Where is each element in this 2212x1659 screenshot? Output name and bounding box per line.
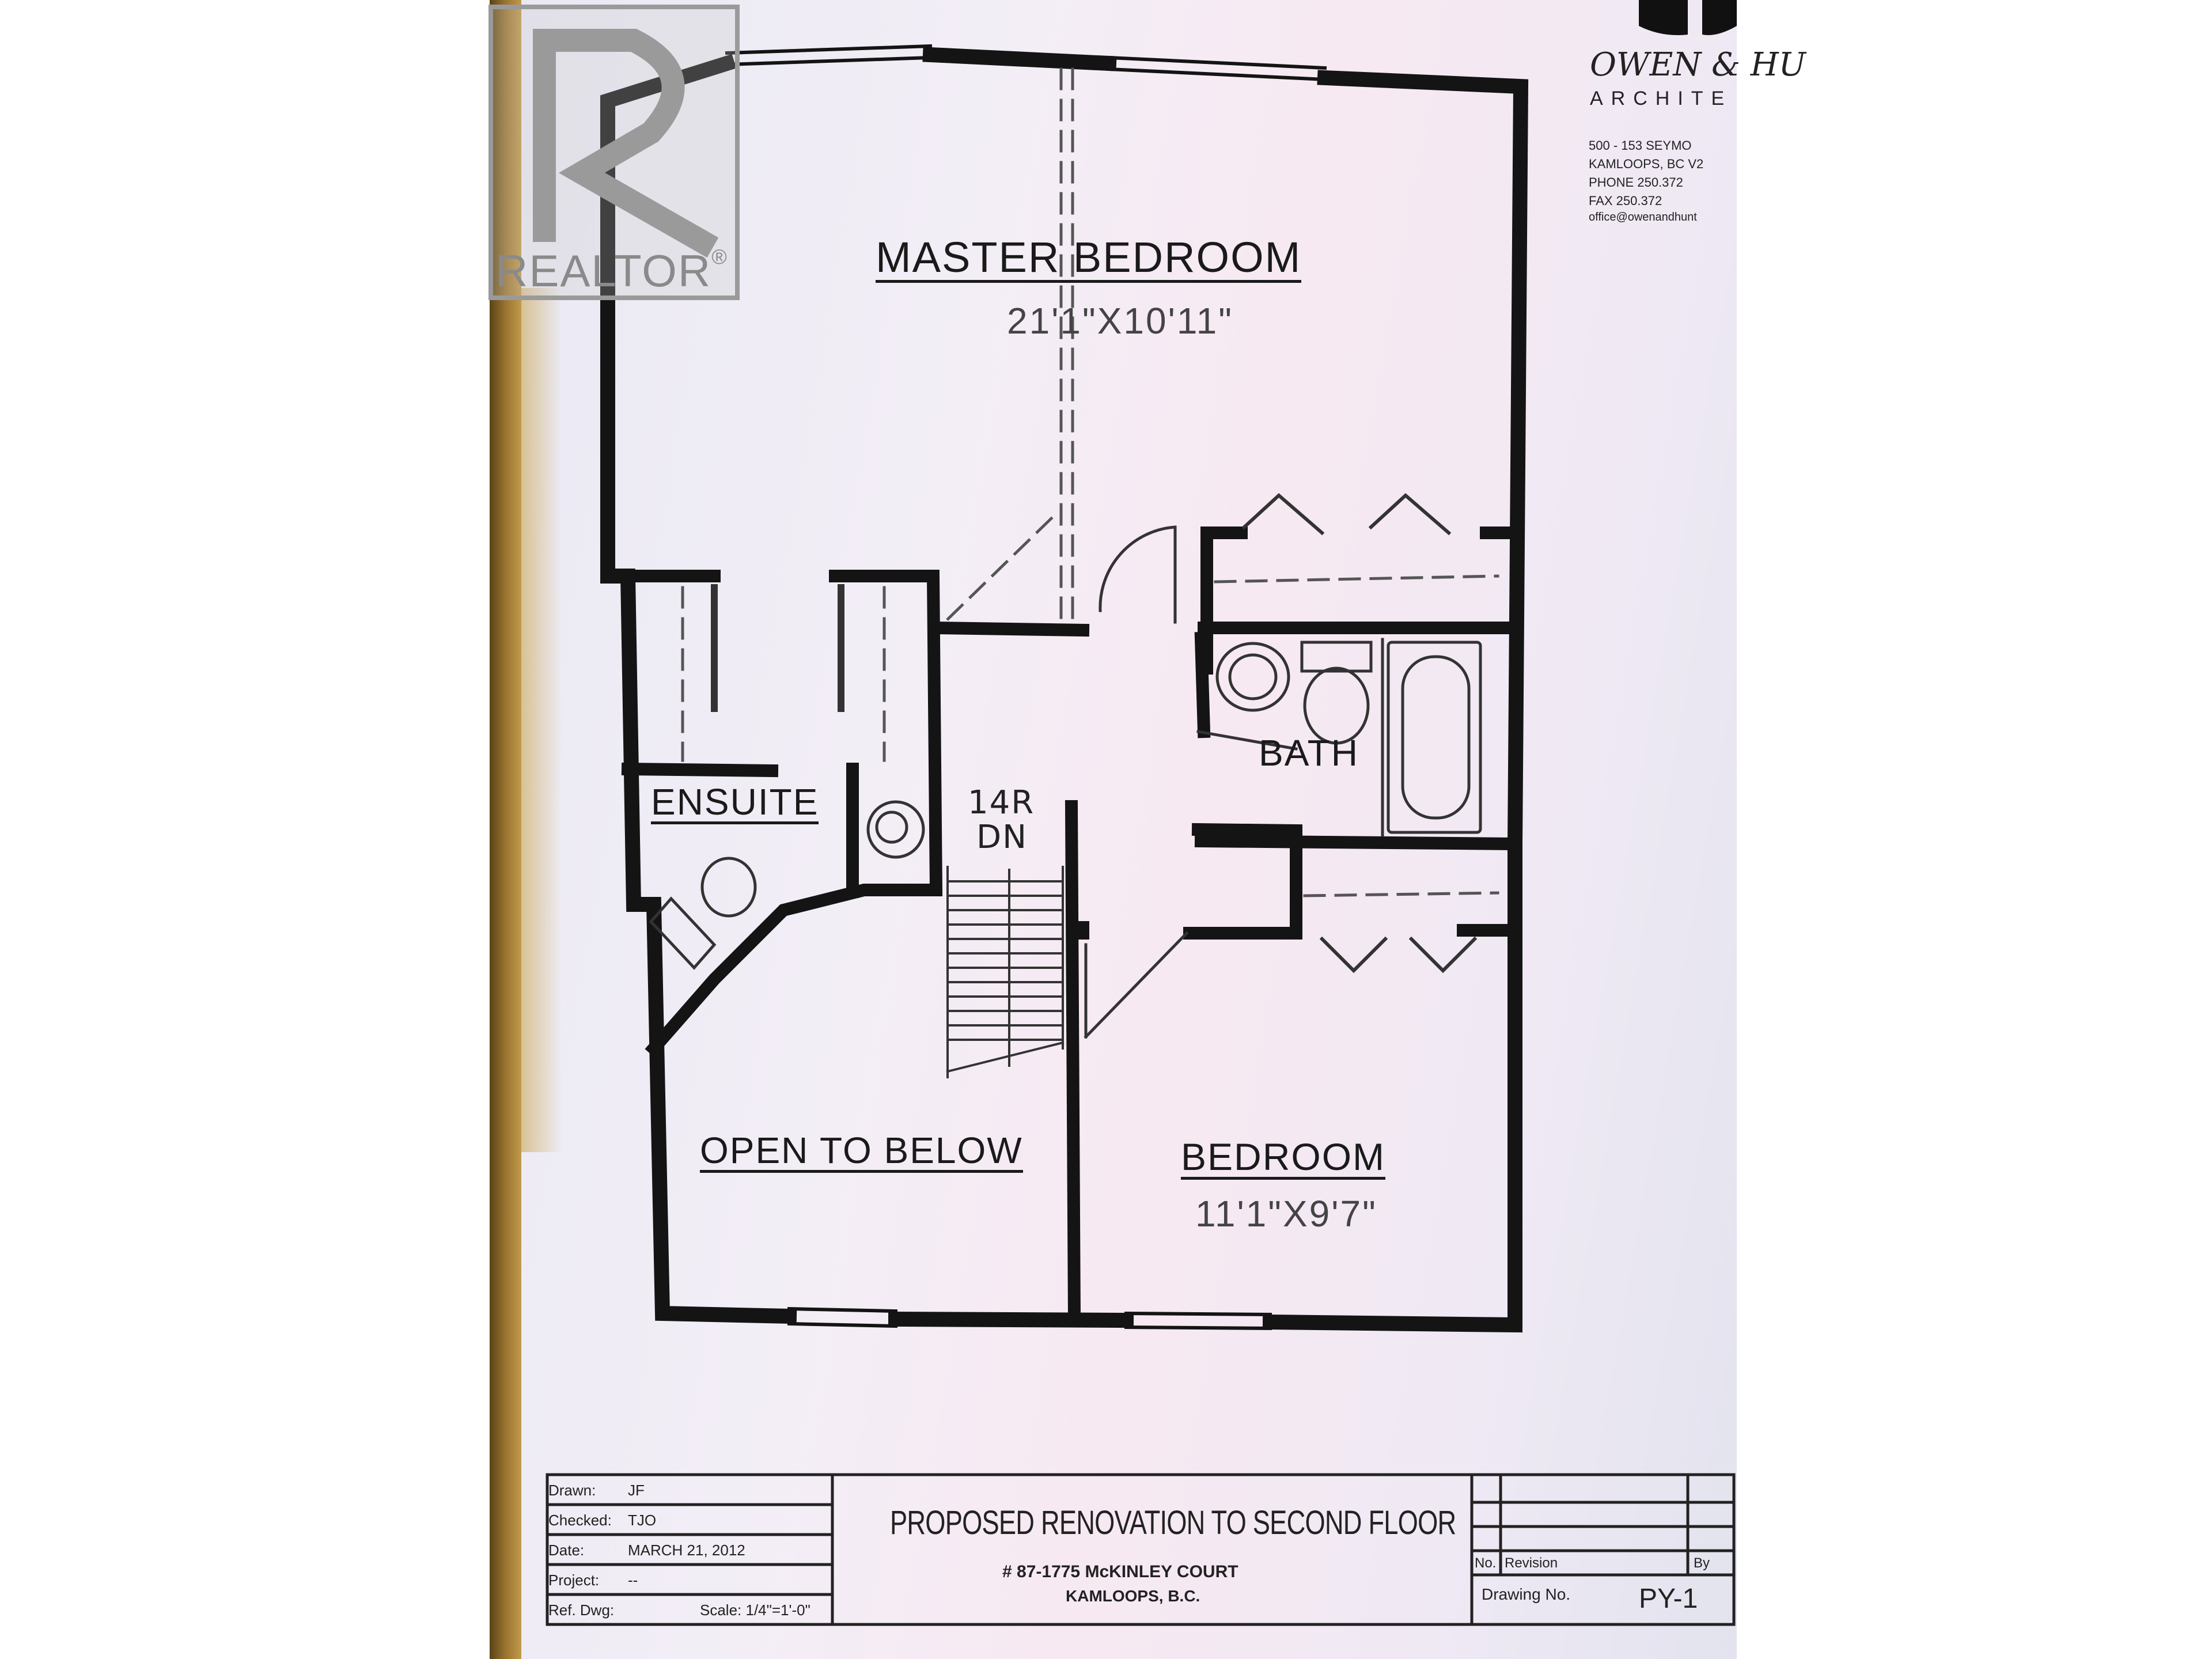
architect-subtitle: ARCHITE [1590,88,1733,109]
stairs-direction-label: DN [976,819,1028,856]
bedroom-label: BEDROOM [1181,1138,1386,1180]
drawing-address-1: # 87-1775 McKINLEY COURT [1002,1562,1238,1581]
revision-header: Revision [1505,1555,1558,1571]
drawing-address-2: KAMLOOPS, B.C. [1066,1587,1200,1605]
open-to-below-label: OPEN TO BELOW [700,1132,1023,1173]
wood-glare [521,288,562,1152]
swing-doors [1084,525,1298,1039]
bottom-window-right [1124,1311,1272,1331]
realtor-watermark-text: REALTOR® [495,245,728,297]
title-field-date-value: MARCH 21, 2012 [628,1541,745,1559]
title-field-project-label: Project: [548,1571,600,1589]
paper-sheet [490,0,1737,1659]
title-field-drawn-label: Drawn: [548,1482,596,1499]
bath-label: BATH [1259,732,1359,774]
ensuite-fixtures [649,584,925,970]
drawing-title: PROPOSED RENOVATION TO SECOND FLOOR [890,1504,1456,1541]
title-field-refdwg-label: Ref. Dwg: [548,1601,615,1619]
master-bedroom-dims: 21'1"X10'11" [1007,300,1233,342]
architect-address-2: KAMLOOPS, BC V2 [1589,157,1704,171]
bedroom-dims: 11'1"X9'7" [1195,1193,1377,1234]
closet-doors [1241,493,1478,974]
title-field-checked-label: Checked: [548,1512,612,1529]
title-scale: Scale: 1/4"=1'-0" [700,1601,810,1619]
title-field-date-label: Date: [548,1541,585,1559]
title-field-project-value: -- [628,1571,638,1589]
revision-no-header: No. [1475,1555,1497,1571]
interior-walls [621,527,1522,1326]
ensuite-label: ENSUITE [651,783,819,824]
top-window-left [725,44,933,67]
realtor-brand: REALTOR [495,245,712,296]
title-field-drawn-value: JF [628,1482,645,1499]
stair-treads [946,866,1065,1078]
bath-fixtures [1215,638,1482,837]
top-window-right [1107,55,1327,82]
architect-name: OWEN & HU [1590,46,1806,84]
realtor-logo-mark [488,5,740,300]
drawing-no-label: Drawing No. [1482,1585,1571,1603]
architect-address-4: FAX 250.372 [1589,194,1662,208]
revision-by-header: By [1694,1555,1710,1571]
title-field-checked-value: TJO [628,1512,657,1529]
closet-lines [681,67,1499,897]
wood-edge [490,0,521,1659]
master-bedroom-label: MASTER BEDROOM [876,236,1302,283]
bottom-window-left [787,1306,898,1328]
architect-address-3: PHONE 250.372 [1589,175,1683,190]
architect-address-5: office@owenandhunt [1589,211,1697,224]
architect-logo-mark [1639,0,1737,35]
title-block-frame [546,1473,1736,1626]
architect-address-1: 500 - 153 SEYMO [1589,138,1692,153]
stairs-risers-label: 14R [968,784,1035,821]
drawing-no-value: PY-1 [1639,1584,1698,1614]
realtor-registered: ® [711,245,728,268]
